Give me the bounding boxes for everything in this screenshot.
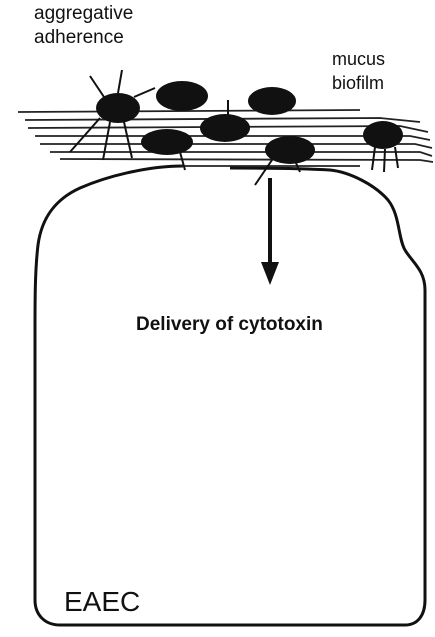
delivery-arrow (261, 178, 279, 285)
host-cell-outline (35, 166, 425, 625)
bacterium-5 (141, 129, 193, 170)
bacterium-1 (70, 70, 155, 160)
mucus-biofilm-label-line2: biofilm (332, 73, 384, 94)
bacterium-4 (200, 114, 250, 142)
aggregative-adherence-label-line1: aggregative (34, 3, 133, 25)
bacterium-2 (156, 81, 208, 111)
eaec-cell-label: EAEC (64, 586, 140, 618)
delivery-of-cytotoxin-label: Delivery of cytotoxin (136, 314, 323, 336)
mucus-biofilm-label-line1: mucus (332, 49, 385, 70)
bacterium-7 (363, 121, 403, 172)
aggregative-adherence-label-line2: adherence (34, 27, 124, 49)
